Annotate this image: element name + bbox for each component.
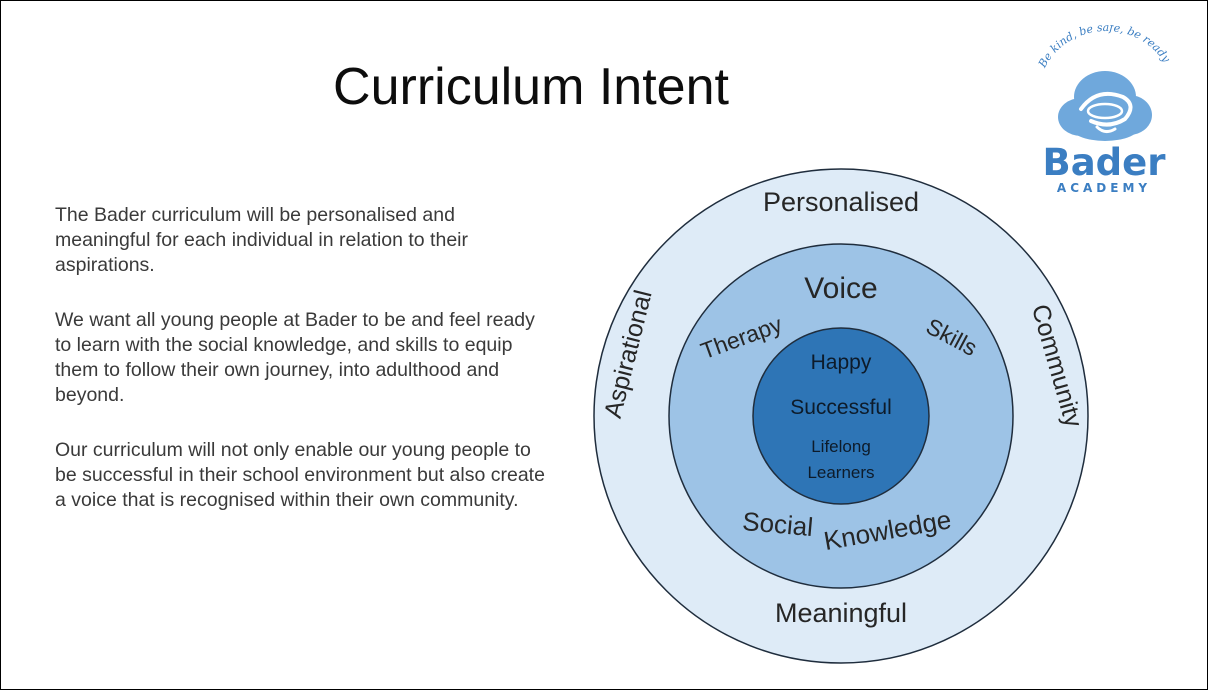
paragraph-personalised: The Bader curriculum will be personalise… (55, 204, 468, 276)
bader-academy-logo: Be kind, be safe, be ready (1035, 25, 1173, 141)
label-social: Social (741, 506, 814, 542)
label-successful: Successful (790, 396, 892, 419)
paragraph-voice: Our curriculum will not only enable our … (55, 439, 545, 511)
slide-title: Curriculum Intent (333, 58, 729, 116)
logo-name: Bader (1042, 141, 1166, 184)
label-meaningful: Meaningful (775, 598, 907, 628)
logo-motto: Be kind, be safe, be ready (1035, 25, 1173, 71)
label-happy: Happy (811, 351, 872, 374)
inner-circle (752, 327, 930, 505)
intro-text: The Bader curriculum will be personalise… (55, 203, 555, 543)
paragraph-ready-to-learn: We want all young people at Bader to be … (55, 309, 535, 406)
label-voice: Voice (804, 272, 877, 305)
logo-subtitle: ACADEMY (1056, 181, 1152, 195)
cloud-icon (1058, 71, 1152, 141)
label-lifelong: Lifelong (811, 437, 871, 456)
label-learners: Learners (807, 463, 874, 482)
curriculum-circles-diagram: Personalised Meaningful Aspirational Com… (593, 168, 1089, 664)
label-personalised: Personalised (763, 187, 919, 217)
